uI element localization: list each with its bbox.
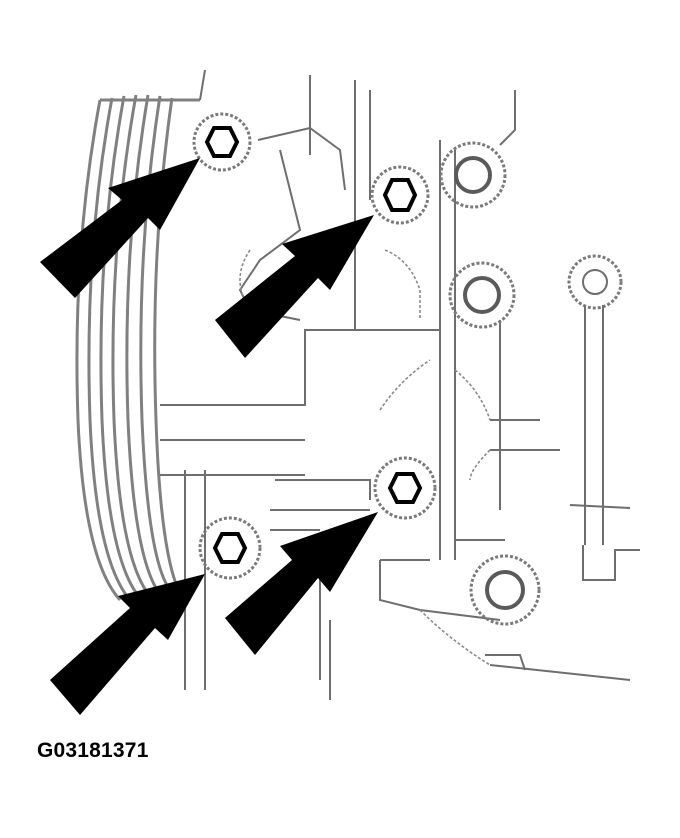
arrow-lower-center-icon — [225, 512, 378, 655]
arrow-upper-left-icon — [40, 158, 200, 298]
bolt-right-middle — [448, 261, 516, 329]
bolt-right-top — [439, 141, 507, 209]
link-rod — [567, 254, 640, 581]
arrow-upper-center-icon — [215, 215, 374, 358]
housing-outline — [160, 69, 440, 700]
bolt-lower-left — [198, 516, 262, 580]
bolt-upper-left — [192, 112, 252, 172]
technical-diagram — [40, 69, 640, 715]
arrow-lower-left-icon — [50, 574, 205, 715]
bolt-lower-center — [373, 456, 437, 520]
figure-id-label: G03181371 — [37, 739, 149, 762]
bolt-upper-center — [370, 165, 430, 225]
bracket-right — [379, 90, 631, 681]
bolt-right-bottom — [469, 554, 541, 626]
